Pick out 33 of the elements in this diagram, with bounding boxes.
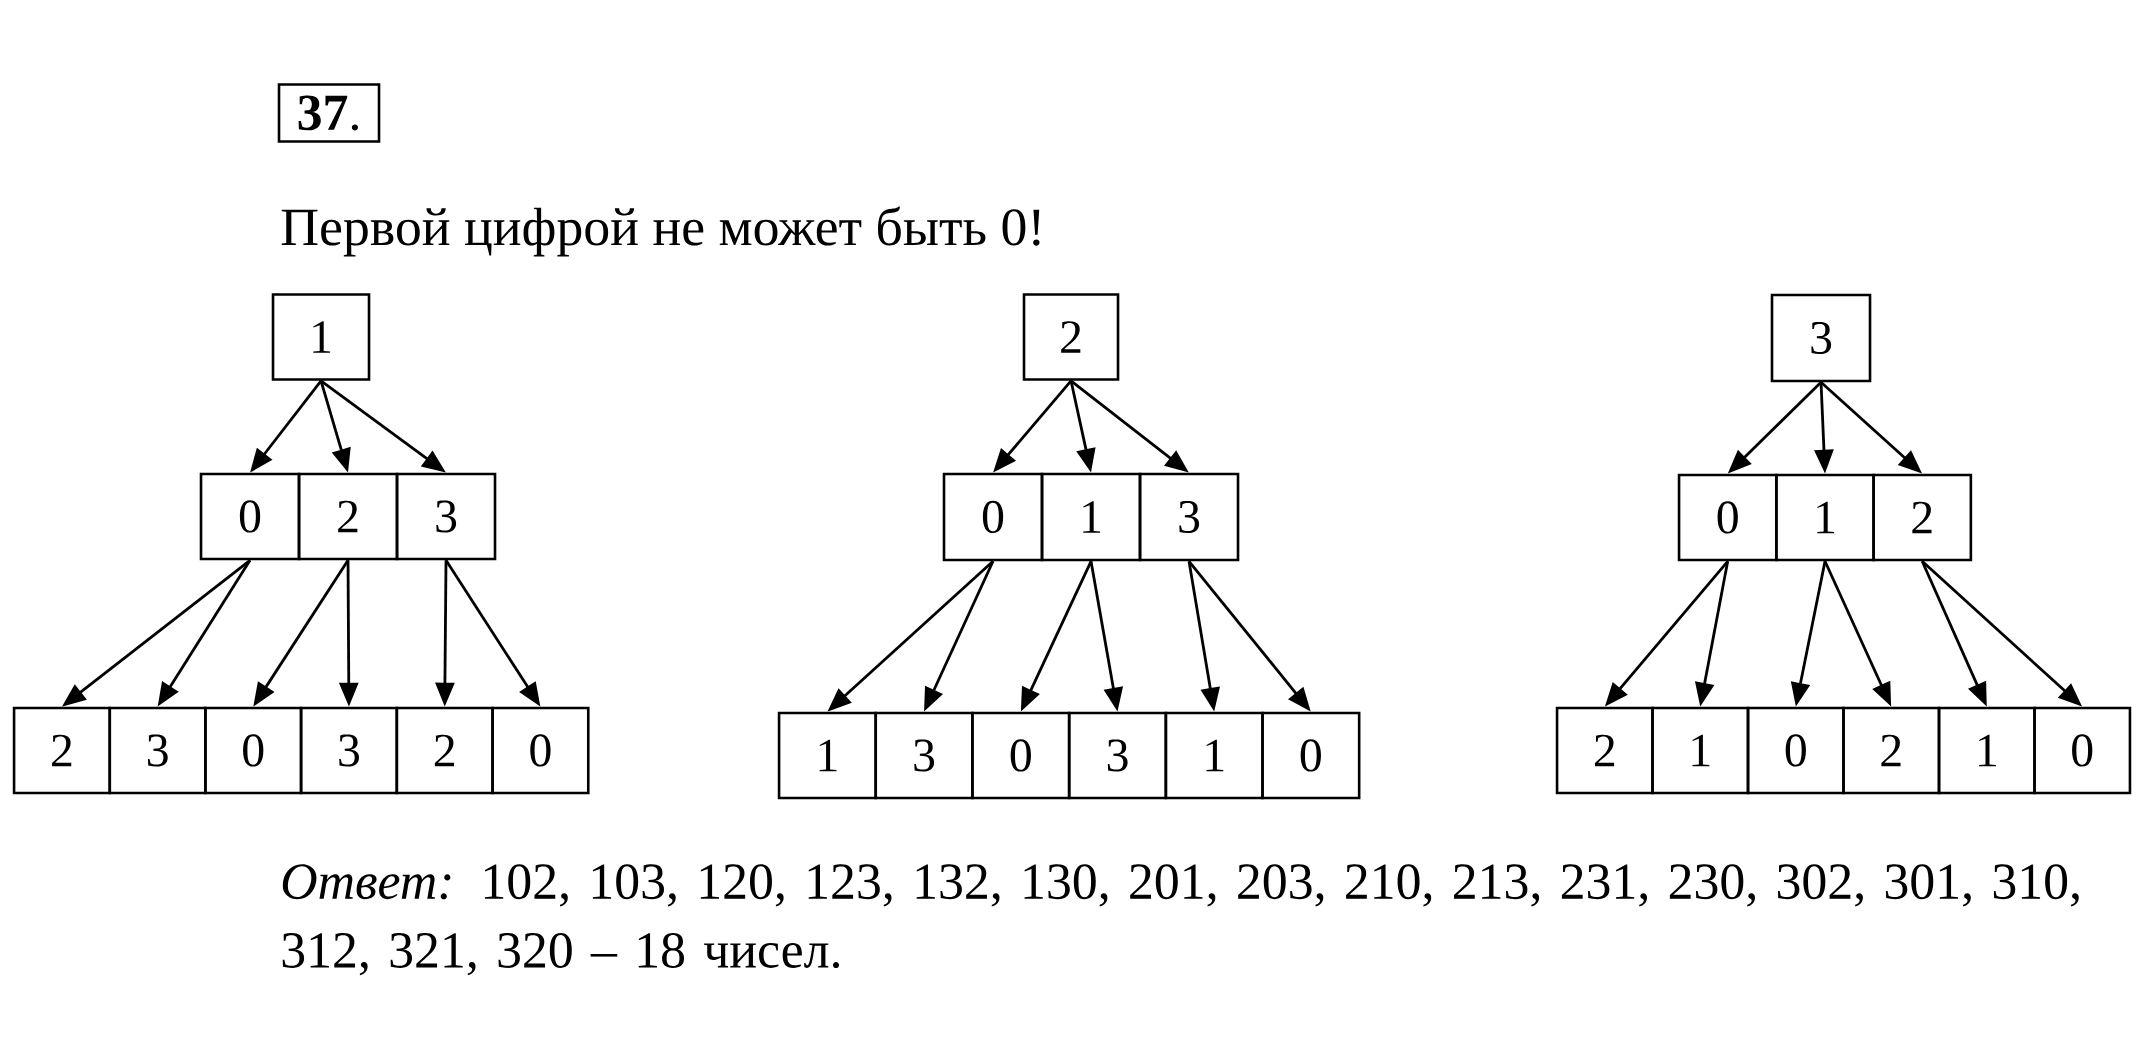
digit-box: 2: [297, 472, 399, 561]
digit-box: 1: [1164, 711, 1264, 800]
digit-box: 3: [1067, 711, 1168, 800]
digit-box: 3: [395, 472, 497, 561]
digit-box: 2: [1555, 706, 1654, 795]
digit-box: 3: [1138, 472, 1240, 562]
digit-box: 1: [777, 711, 878, 800]
digit-box: 0: [204, 706, 303, 795]
digit-box: 1: [1775, 473, 1875, 562]
answer-text: Ответ: 102, 103, 120, 123, 132, 130, 201, 203, 210, 213, 231, 230, 302, 301, 310, 312, 321, 320 – 18 чисел.: [282, 864, 2079, 976]
number-box: 37.: [277, 83, 381, 143]
digit-box: 1: [271, 293, 371, 381]
digit-box: 0: [1677, 473, 1778, 562]
digit-box: 2: [1872, 473, 1973, 562]
digit-box: 3: [299, 706, 399, 795]
digit-box: 2: [12, 706, 112, 795]
note-text: Первой цифрой не может быть 0!: [281, 206, 1040, 257]
digit-box: 2: [395, 706, 494, 795]
digit-box: 0: [1746, 706, 1845, 795]
digit-box: 1: [1937, 706, 2036, 795]
digit-box: 3: [108, 706, 207, 795]
digit-box: 0: [199, 472, 301, 561]
digit-box: 3: [874, 711, 974, 800]
digit-box: 1: [1040, 472, 1142, 562]
digit-box: 1: [1651, 706, 1750, 795]
digit-box: 3: [1770, 293, 1872, 383]
digit-box: 0: [942, 472, 1044, 562]
digit-box: 0: [491, 706, 590, 795]
digit-box: 0: [2033, 706, 2132, 795]
digit-box: 2: [1022, 293, 1120, 381]
digit-box: 2: [1842, 706, 1941, 795]
digit-box: 0: [1261, 711, 1361, 800]
digit-box: 0: [971, 711, 1071, 800]
